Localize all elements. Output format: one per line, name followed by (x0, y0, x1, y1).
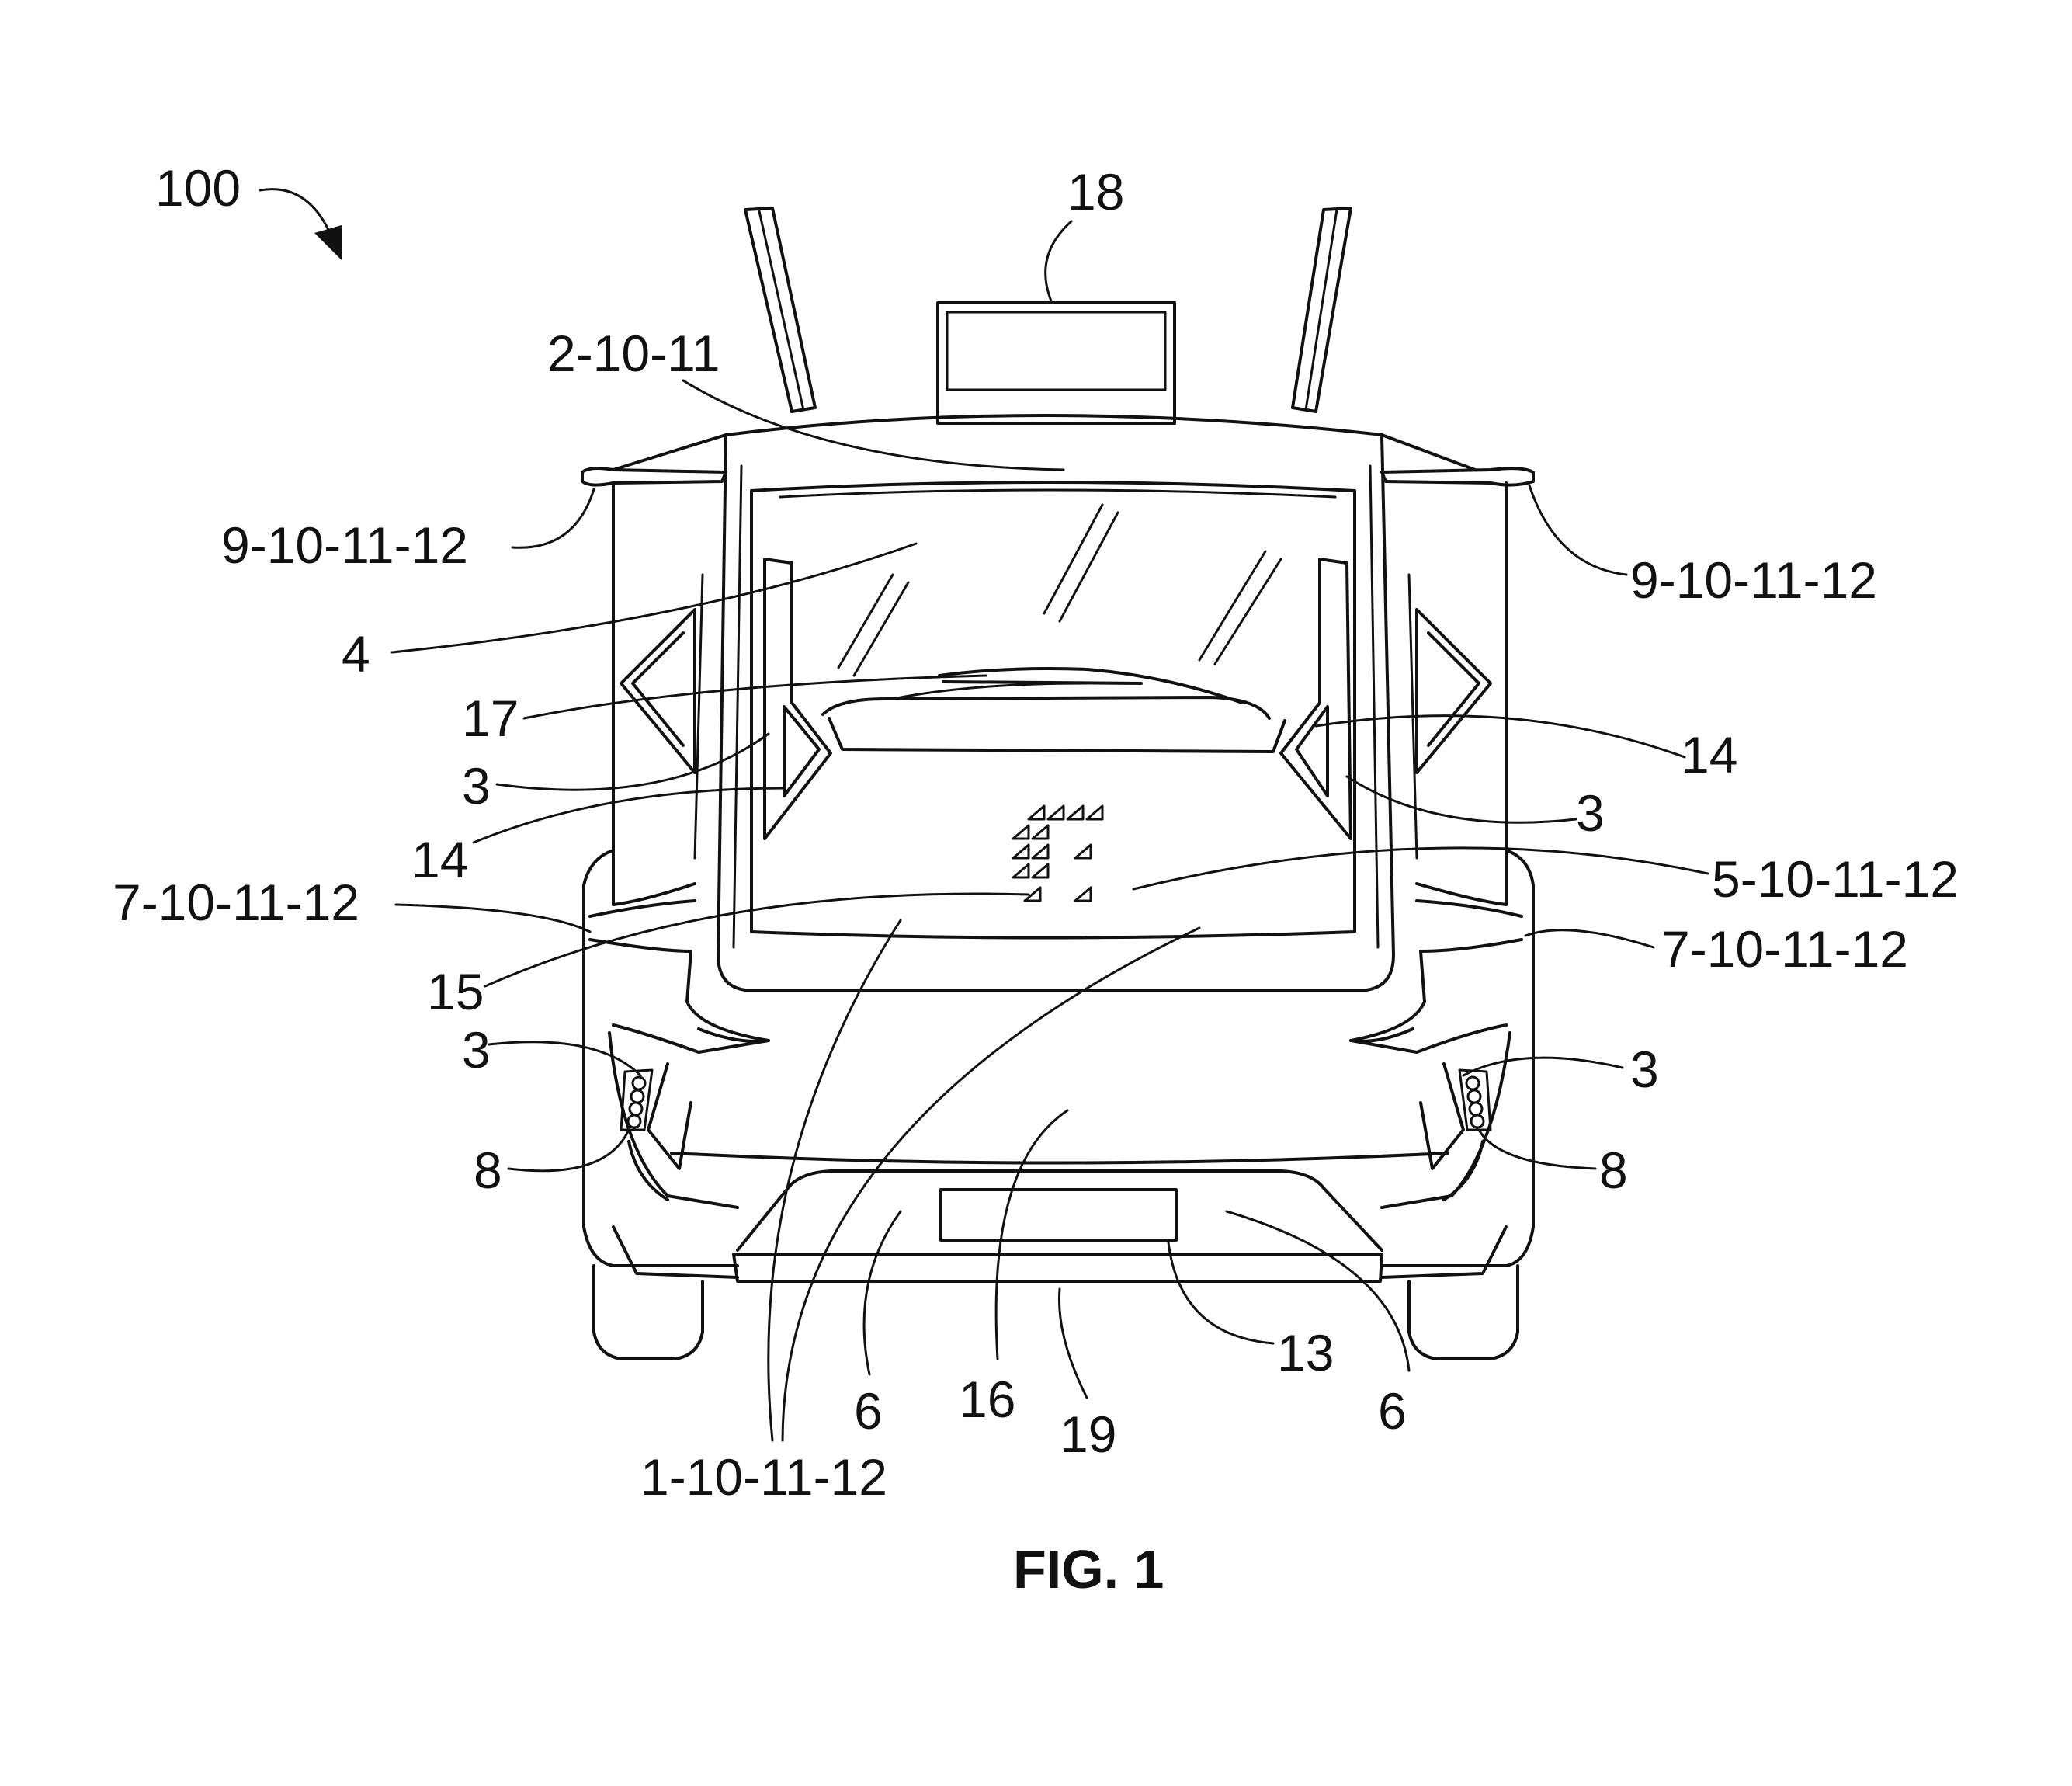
hatch-upper (821, 667, 1286, 753)
roof-display-box (936, 301, 1176, 425)
side-triangle-left (620, 608, 696, 774)
label-15: 15 (427, 963, 484, 1020)
reference-labels: 100 18 2-10-11 9-10-11-12 9-10-11-12 4 1… (113, 159, 1959, 1506)
logo-mark (1012, 804, 1104, 902)
wheels (592, 1264, 1519, 1360)
label-7-right: 7-10-11-12 (1661, 920, 1908, 978)
label-3-upper-left: 3 (462, 757, 491, 815)
body-outline (582, 433, 1535, 1267)
lower-body (588, 849, 1523, 1283)
label-16: 16 (959, 1371, 1015, 1428)
label-14-right: 14 (1681, 726, 1737, 784)
pillar-light-right (1279, 558, 1352, 840)
label-6-right: 6 (1378, 1382, 1407, 1440)
label-18: 18 (1067, 163, 1124, 221)
label-4: 4 (342, 625, 370, 683)
label-6-left: 6 (854, 1382, 883, 1440)
vehicle-rear-view (581, 207, 1535, 1360)
label-17: 17 (462, 690, 519, 747)
label-19: 19 (1060, 1406, 1116, 1463)
leader-lines (259, 188, 1709, 1442)
roof-and-mirrors (581, 414, 1535, 487)
label-8-left: 8 (474, 1141, 502, 1199)
label-9-right: 9-10-11-12 (1630, 551, 1877, 609)
figure-caption: FIG. 1 (1013, 1539, 1164, 1600)
label-100: 100 (155, 159, 241, 217)
rear-window (750, 481, 1356, 940)
label-7-left: 7-10-11-12 (113, 874, 359, 931)
pillar-light-left (763, 558, 832, 840)
roof-posts (744, 207, 1352, 413)
label-3-lower-right: 3 (1630, 1041, 1659, 1098)
label-2-10-11: 2-10-11 (547, 325, 720, 382)
arrow-100-head (314, 225, 342, 260)
label-9-left: 9-10-11-12 (221, 516, 468, 574)
side-triangle-right (1415, 608, 1492, 774)
label-3-upper-right: 3 (1576, 784, 1605, 842)
label-1-10-11-12: 1-10-11-12 (640, 1448, 887, 1506)
taillight-leds (620, 1068, 1492, 1131)
label-8-right: 8 (1599, 1141, 1628, 1199)
label-5-10-11-12: 5-10-11-12 (1712, 850, 1959, 908)
label-13: 13 (1277, 1324, 1334, 1381)
label-14-left: 14 (411, 831, 468, 888)
label-3-lower-left: 3 (462, 1021, 491, 1079)
